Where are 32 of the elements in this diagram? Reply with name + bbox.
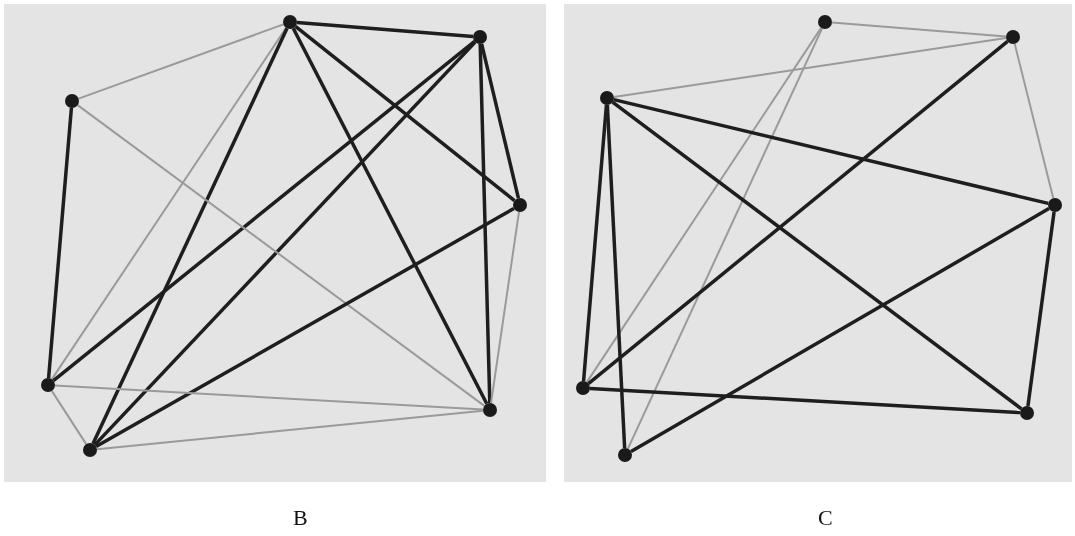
dark-edge xyxy=(291,27,489,405)
light-edge xyxy=(76,104,486,407)
dark-edge xyxy=(46,107,74,379)
dark-edge xyxy=(605,104,627,449)
light-edge xyxy=(585,26,823,384)
dark-edge xyxy=(581,104,609,382)
light-edge xyxy=(612,37,1008,98)
panel-label: C xyxy=(818,505,833,531)
light-edge xyxy=(50,389,88,446)
dark-edge xyxy=(630,207,1050,453)
light-edge xyxy=(95,409,485,451)
dark-edge xyxy=(479,43,521,199)
dark-edge xyxy=(91,27,289,445)
light-edge xyxy=(831,21,1007,38)
light-edge xyxy=(626,27,824,450)
dark-edge xyxy=(587,40,1009,385)
dark-edge xyxy=(95,206,515,449)
dark-edge xyxy=(1026,211,1056,407)
dark-edge xyxy=(611,100,1023,411)
light-edge xyxy=(54,384,484,411)
dark-edge xyxy=(52,40,476,382)
dark-edge xyxy=(93,40,477,447)
dark-edge xyxy=(589,386,1021,415)
panel-label: B xyxy=(293,505,308,531)
light-edge xyxy=(50,26,288,381)
light-edge xyxy=(490,210,520,405)
light-edge xyxy=(1013,42,1055,200)
dark-edge xyxy=(294,25,516,202)
dark-edge xyxy=(296,20,474,39)
light-edge xyxy=(77,23,285,100)
dark-edge xyxy=(613,97,1049,206)
dark-edge xyxy=(478,43,492,404)
